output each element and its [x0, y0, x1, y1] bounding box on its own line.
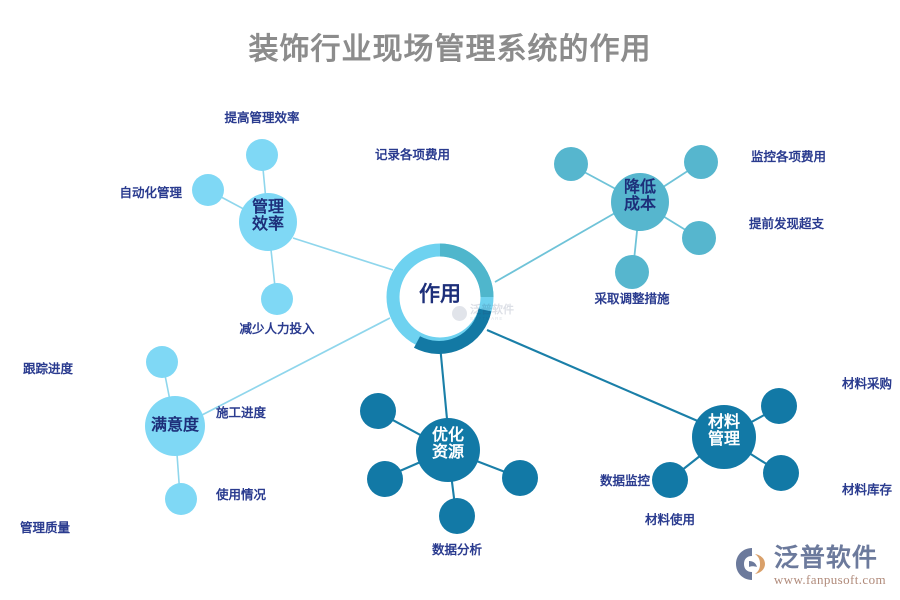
- leaf-node-jiankong-gexiang-feiyong[interactable]: [684, 145, 718, 179]
- center-spoke-group: [201, 212, 701, 423]
- brand-name: 泛普软件: [773, 543, 878, 572]
- leaf-node-cailiao-kucun[interactable]: [763, 455, 799, 491]
- leaf-label-caiqu-tiaozheng-cuoshi: 采取调整措施: [594, 292, 670, 306]
- leaf-node-caiqu-tiaozheng-cuoshi[interactable]: [615, 255, 649, 289]
- leaf-node-jilu-gexiang-feiyong[interactable]: [554, 147, 588, 181]
- page-title: 装饰行业现场管理系统的作用: [248, 33, 652, 66]
- leaf-node-zidonghua-guanli[interactable]: [192, 174, 224, 206]
- leaf-label-cailiao-caigou: 材料采购: [841, 377, 892, 391]
- leaf-node-cailiao-shiyong[interactable]: [652, 462, 688, 498]
- leaf-label-jiankong-gexiang-feiyong: 监控各项费用: [750, 150, 826, 164]
- leaf-label-tiqian-faxian-chaozhi: 提前发现超支: [748, 217, 824, 231]
- leaf-node-guanli-zhiliang[interactable]: [165, 483, 197, 515]
- center-ring-segment-dark: [413, 308, 492, 354]
- hub-node-youhua-ziyuan[interactable]: [416, 418, 480, 482]
- brand-logo-words: 泛普软件 www.fanpusoft.com: [773, 543, 886, 588]
- leaf-node-shuju-fenxi[interactable]: [439, 498, 475, 534]
- leaf-label-cailiao-shiyong: 材料使用: [644, 513, 695, 527]
- brand-url: www.fanpusoft.com: [773, 572, 886, 587]
- leaf-node-shigong-jindu[interactable]: [360, 393, 396, 429]
- center-ring-hole: [400, 257, 480, 337]
- leaf-node-shuju-jiankong[interactable]: [502, 460, 538, 496]
- spoke-center-cailiao: [486, 329, 701, 423]
- hub-node-manyidu[interactable]: [145, 396, 205, 456]
- leaf-node-tigao-guanli-xiaolv[interactable]: [246, 139, 278, 171]
- leaf-label-guanli-zhiliang: 管理质量: [20, 521, 71, 535]
- leaf-label-zidonghua-guanli: 自动化管理: [119, 186, 182, 200]
- leaf-label-shuju-fenxi: 数据分析: [431, 543, 482, 557]
- leaf-node-cailiao-caigou[interactable]: [761, 388, 797, 424]
- leaf-label-jianshao-renli-touru: 减少人力投入: [239, 322, 315, 336]
- leaf-label-tigao-guanli-xiaolv: 提高管理效率: [224, 111, 300, 125]
- leaf-label-shigong-jindu: 施工进度: [216, 406, 267, 420]
- leaf-node-genzong-jindu[interactable]: [146, 346, 178, 378]
- hub-node-jiangdi-chengben[interactable]: [611, 173, 669, 231]
- spoke-center-guanli: [292, 237, 394, 271]
- leaf-label-jilu-gexiang-feiyong: 记录各项费用: [375, 148, 451, 162]
- leaf-label-shiyong-qingkuang: 使用情况: [216, 488, 267, 502]
- hub-node-guanli-xiaolv[interactable]: [239, 193, 297, 251]
- center-ring-segment-medium: [439, 243, 494, 298]
- center-node[interactable]: [386, 243, 494, 354]
- leaf-label-shuju-jiankong: 数据监控: [599, 474, 650, 488]
- spoke-center-chengben: [494, 212, 616, 283]
- brand-logo: 泛普软件 www.fanpusoft.com: [735, 543, 886, 588]
- leaf-label-genzong-jindu: 跟踪进度: [23, 362, 74, 376]
- spoke-center-youhua: [438, 344, 449, 420]
- leaf-node-tiqian-faxian-chaozhi[interactable]: [682, 221, 716, 255]
- leaf-label-cailiao-kucun: 材料库存: [841, 483, 892, 497]
- leaf-node-jianshao-renli-touru[interactable]: [261, 283, 293, 315]
- spoke-center-manyi: [201, 317, 391, 416]
- leaf-node-shiyong-qingkuang[interactable]: [367, 461, 403, 497]
- hub-node-cailiao-guanli[interactable]: [692, 405, 756, 469]
- fanpu-logo-icon: [735, 547, 769, 581]
